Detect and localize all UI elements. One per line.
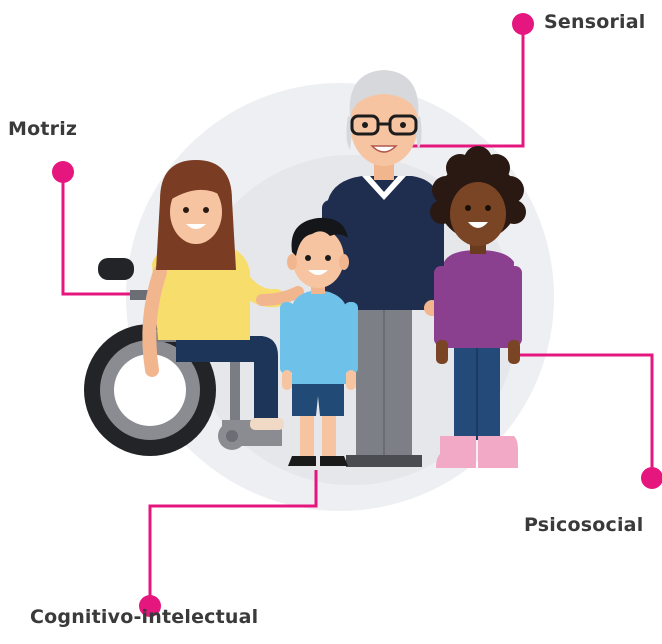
label-cognitivo-intelectual: Cognitivo-intelectual — [30, 606, 259, 628]
connector-dots — [52, 13, 662, 617]
dot-psicosocial — [641, 467, 662, 489]
connector-cognitivo — [148, 470, 318, 605]
connector-motriz — [61, 172, 150, 296]
woman-in-wheelchair-figure — [84, 160, 304, 456]
label-motriz: Motriz — [8, 118, 78, 140]
connector-psicosocial — [512, 353, 654, 478]
dot-sensorial — [512, 13, 534, 35]
dot-cognitivo — [139, 595, 161, 617]
boy-figure — [280, 217, 358, 466]
connector-sensorial — [405, 24, 525, 148]
girl-figure — [430, 146, 526, 468]
connector-lines — [61, 24, 654, 605]
label-sensorial: Sensorial — [544, 11, 646, 33]
dot-motriz — [52, 161, 74, 183]
label-psicosocial: Psicosocial — [524, 514, 644, 536]
